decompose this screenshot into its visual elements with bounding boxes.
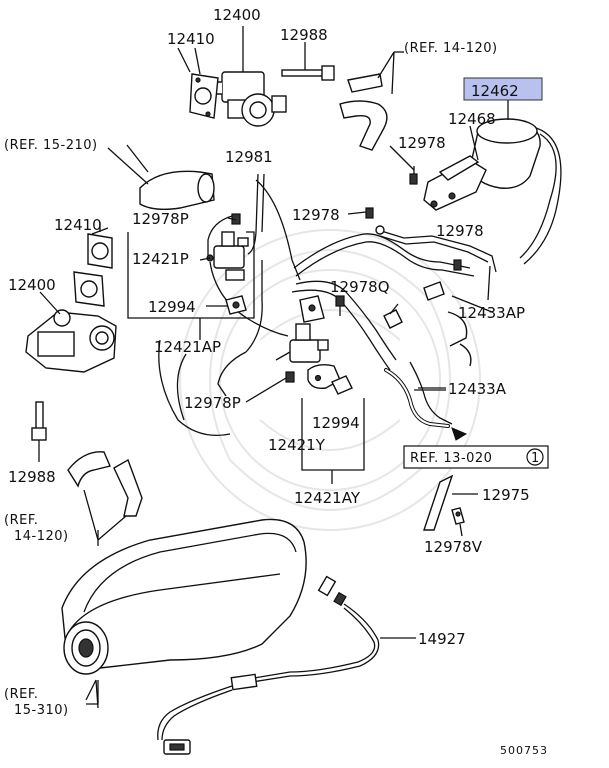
label-12462[interactable]: 12462: [471, 82, 519, 100]
label-12400-top[interactable]: 12400: [213, 6, 261, 24]
bolt-12978v[interactable]: [451, 507, 465, 537]
label-12433ap[interactable]: 12433AP: [458, 304, 525, 322]
hose-12433a[interactable]: [384, 368, 450, 428]
label-12468[interactable]: 12468: [448, 110, 496, 128]
label-12988-top[interactable]: 12988: [280, 26, 328, 44]
highlight-box-12462: [463, 77, 543, 101]
egr-valve-left[interactable]: [25, 291, 117, 373]
label-ref-15-310-2[interactable]: 15-310): [14, 703, 69, 718]
label-14927[interactable]: 14927: [418, 630, 466, 648]
leaders: [91, 47, 493, 403]
label-ref-13-020: REF. 13-020: [410, 451, 492, 466]
canister-bracket[interactable]: [423, 125, 487, 211]
label-12978-a[interactable]: 12978: [398, 134, 446, 152]
gasket-top[interactable]: [189, 47, 219, 119]
exhaust-pipe-upper[interactable]: [126, 144, 215, 211]
label-12981[interactable]: 12981: [225, 148, 273, 166]
pipe-12433ap[interactable]: [365, 207, 497, 367]
label-12433a[interactable]: 12433A: [448, 380, 507, 398]
label-ref-14-120-left-1[interactable]: (REF.: [4, 513, 38, 528]
label-12978v[interactable]: 12978V: [424, 538, 483, 556]
label-ref-14-120-left-2[interactable]: 14-120): [14, 529, 69, 544]
label-12994-a[interactable]: 12994: [148, 298, 196, 316]
bolt-12978p-b[interactable]: [285, 371, 295, 383]
label-12421ay[interactable]: 12421AY: [294, 489, 361, 507]
arrow-ref-13-020: [451, 427, 468, 441]
labels: 12400 12410 12988 (REF. 14-120) 12462 12…: [4, 6, 548, 757]
label-12421y[interactable]: 12421Y: [268, 436, 326, 454]
solenoid-center[interactable]: [275, 295, 329, 363]
label-12421ap[interactable]: 12421AP: [154, 338, 221, 356]
gasket-left[interactable]: [87, 222, 113, 269]
label-12978-c[interactable]: 12978: [436, 222, 484, 240]
leader-y: [301, 398, 365, 484]
solenoid-12421p[interactable]: [206, 231, 249, 281]
egr-valve-top[interactable]: [209, 26, 287, 127]
label-ref-14-120-top[interactable]: (REF. 14-120): [404, 41, 498, 56]
ref-13-020-box[interactable]: REF. 13-020 1: [403, 445, 549, 469]
label-ref-15-210[interactable]: (REF. 15-210): [4, 138, 98, 153]
clip-12975[interactable]: [423, 474, 478, 531]
bolt-left[interactable]: [31, 401, 47, 462]
canister[interactable]: [469, 100, 562, 265]
label-12994-b[interactable]: 12994: [312, 414, 360, 432]
label-12421p[interactable]: 12421P: [132, 250, 189, 268]
gasket-left-2[interactable]: [73, 271, 105, 307]
label-12978q[interactable]: 12978Q: [330, 278, 390, 296]
bolt-12994-a[interactable]: [225, 295, 247, 315]
ref-brackets: [86, 530, 99, 705]
catalytic-converter[interactable]: [61, 518, 307, 709]
diagram-number: 500753: [500, 744, 548, 757]
label-12978p-a[interactable]: 12978P: [132, 210, 189, 228]
label-12988-left[interactable]: 12988: [8, 468, 56, 486]
label-12410-left[interactable]: 12410: [54, 216, 102, 234]
label-ref-15-310-1[interactable]: (REF.: [4, 687, 38, 702]
bracket-center[interactable]: [307, 363, 353, 395]
bolt-top[interactable]: [281, 42, 335, 81]
bolt-12978q[interactable]: [335, 295, 345, 316]
hose-top[interactable]: [339, 51, 404, 151]
label-ref-13-020-circle: 1: [531, 451, 540, 466]
detail-box-12421ap: [127, 231, 255, 340]
label-12975[interactable]: 12975: [482, 486, 530, 504]
hoses-left[interactable]: [67, 451, 143, 541]
o2-sensor[interactable]: [157, 575, 416, 755]
vacuum-lines[interactable]: [158, 173, 475, 437]
label-12410-top[interactable]: 12410: [167, 30, 215, 48]
label-12978-b[interactable]: 12978: [292, 206, 340, 224]
label-12400-left[interactable]: 12400: [8, 276, 56, 294]
label-12978p-b[interactable]: 12978P: [184, 394, 241, 412]
